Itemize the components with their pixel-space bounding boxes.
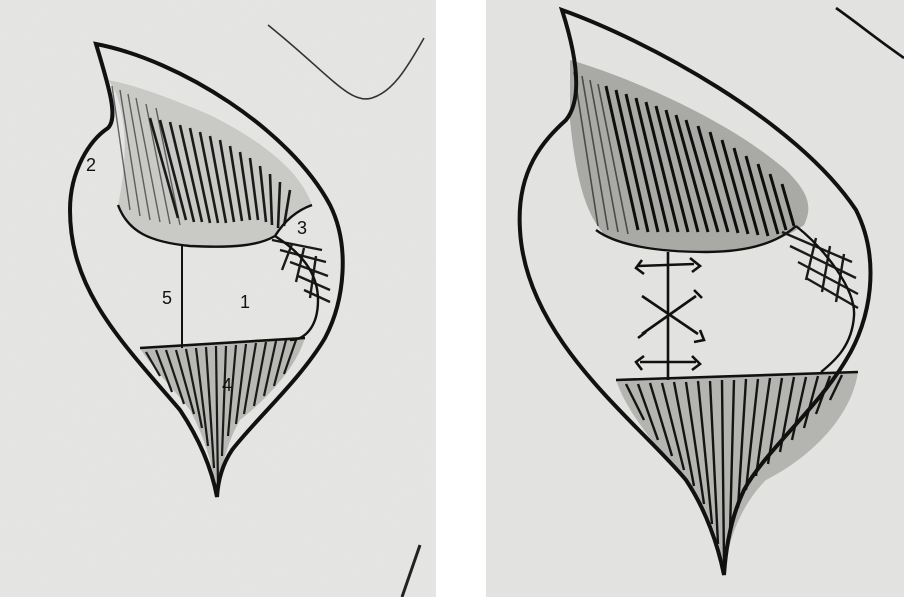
panel-divider: [436, 0, 486, 597]
left-diagram: 2 3 5 1 4: [0, 0, 436, 597]
label-2: 2: [86, 155, 96, 175]
label-3: 3: [297, 218, 307, 238]
right-diagram: [486, 0, 904, 597]
label-4: 4: [222, 375, 232, 395]
label-5: 5: [162, 288, 172, 308]
left-panel: 2 3 5 1 4: [0, 0, 436, 597]
right-panel: [486, 0, 904, 597]
label-1: 1: [240, 292, 250, 312]
